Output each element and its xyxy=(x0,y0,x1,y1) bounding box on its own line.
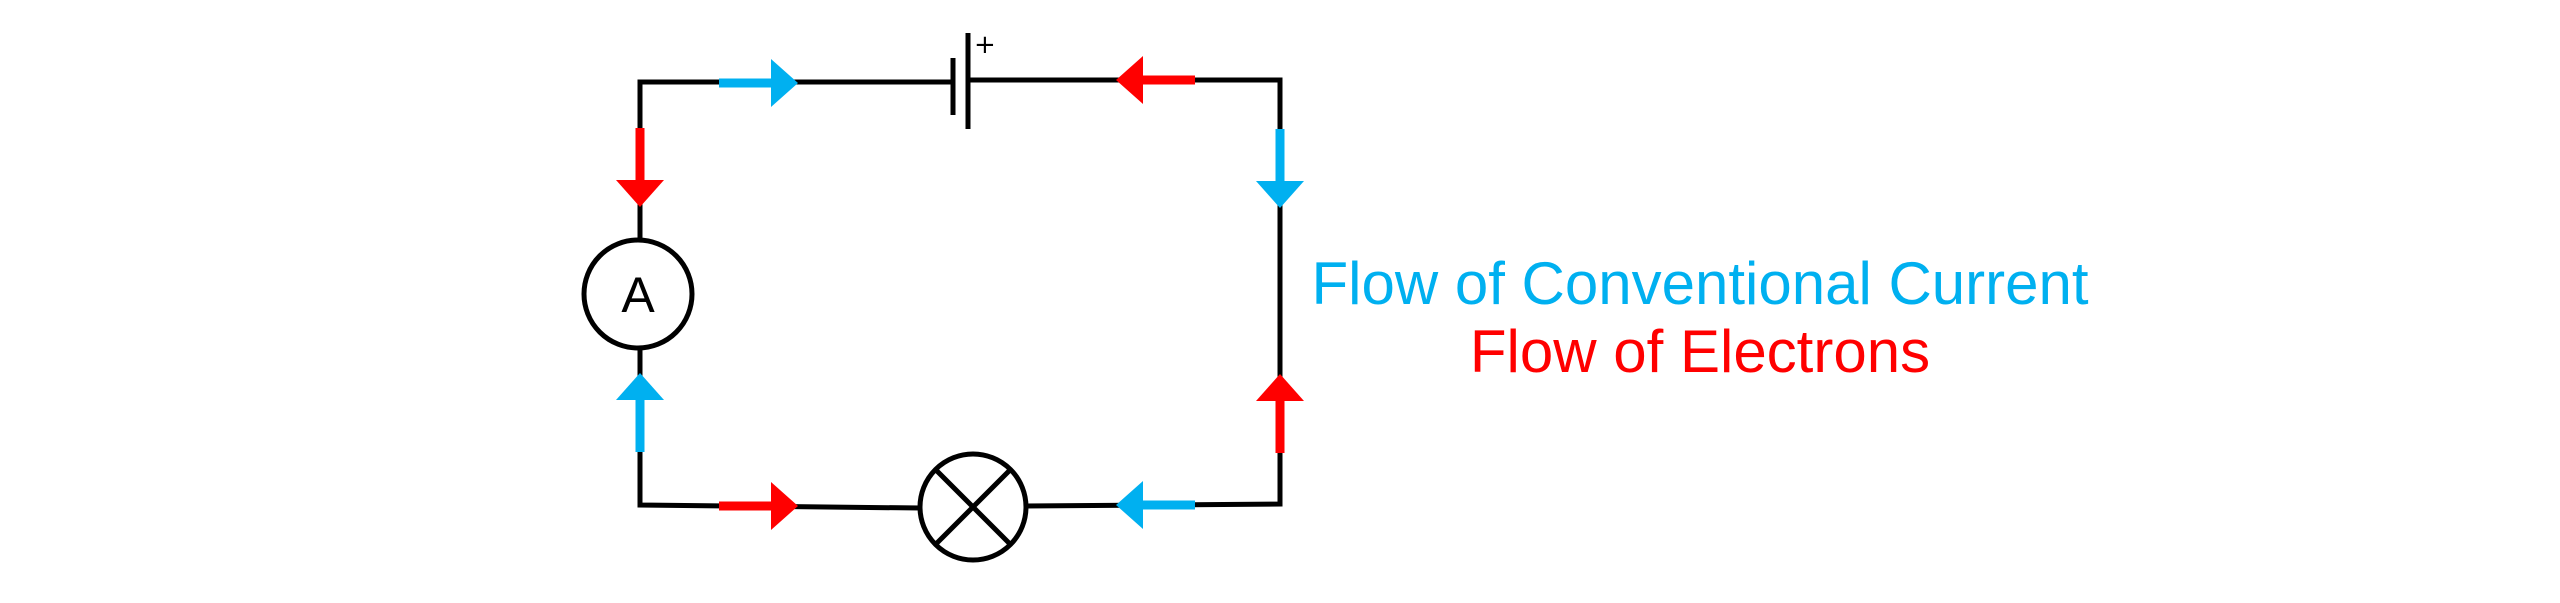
arrow-conventional-current-right-upper xyxy=(1256,129,1304,208)
arrow-electrons-right-lower xyxy=(1256,374,1304,453)
arrow-conventional-current-left-lower xyxy=(616,373,664,452)
legend-conventional-current: Flow of Conventional Current xyxy=(1311,250,2089,317)
lamp-cross-line-2 xyxy=(934,468,1012,546)
arrow-head-right-icon xyxy=(771,482,798,530)
arrow-electrons-top-right xyxy=(1116,56,1195,104)
battery-symbol: + xyxy=(950,30,996,129)
arrow-head-down-icon xyxy=(616,180,664,207)
arrow-head-left-icon xyxy=(1116,56,1143,104)
battery-plus-label: + xyxy=(974,30,996,60)
legend-electrons: Flow of Electrons xyxy=(1469,318,1931,385)
ammeter-symbol: A xyxy=(581,237,695,351)
ammeter-circle xyxy=(581,237,695,351)
arrow-head-up-icon xyxy=(616,373,664,400)
wires xyxy=(637,77,1283,511)
ammeter-label: A xyxy=(621,267,655,323)
arrow-conventional-current-top-left xyxy=(719,59,798,107)
wire-left-lower xyxy=(637,346,922,511)
arrow-head-left-icon xyxy=(1116,481,1143,529)
wire-top-right xyxy=(965,77,1283,509)
arrow-electrons-left-upper xyxy=(616,128,664,207)
arrow-head-right-icon xyxy=(771,59,798,107)
flow-arrows xyxy=(616,56,1304,530)
lamp-symbol xyxy=(917,451,1029,563)
arrow-head-down-icon xyxy=(1256,181,1304,208)
wire-top-left xyxy=(637,79,956,242)
arrow-conventional-current-bottom-right xyxy=(1116,481,1195,529)
arrow-head-up-icon xyxy=(1256,374,1304,401)
arrow-electrons-bottom-left xyxy=(719,482,798,530)
